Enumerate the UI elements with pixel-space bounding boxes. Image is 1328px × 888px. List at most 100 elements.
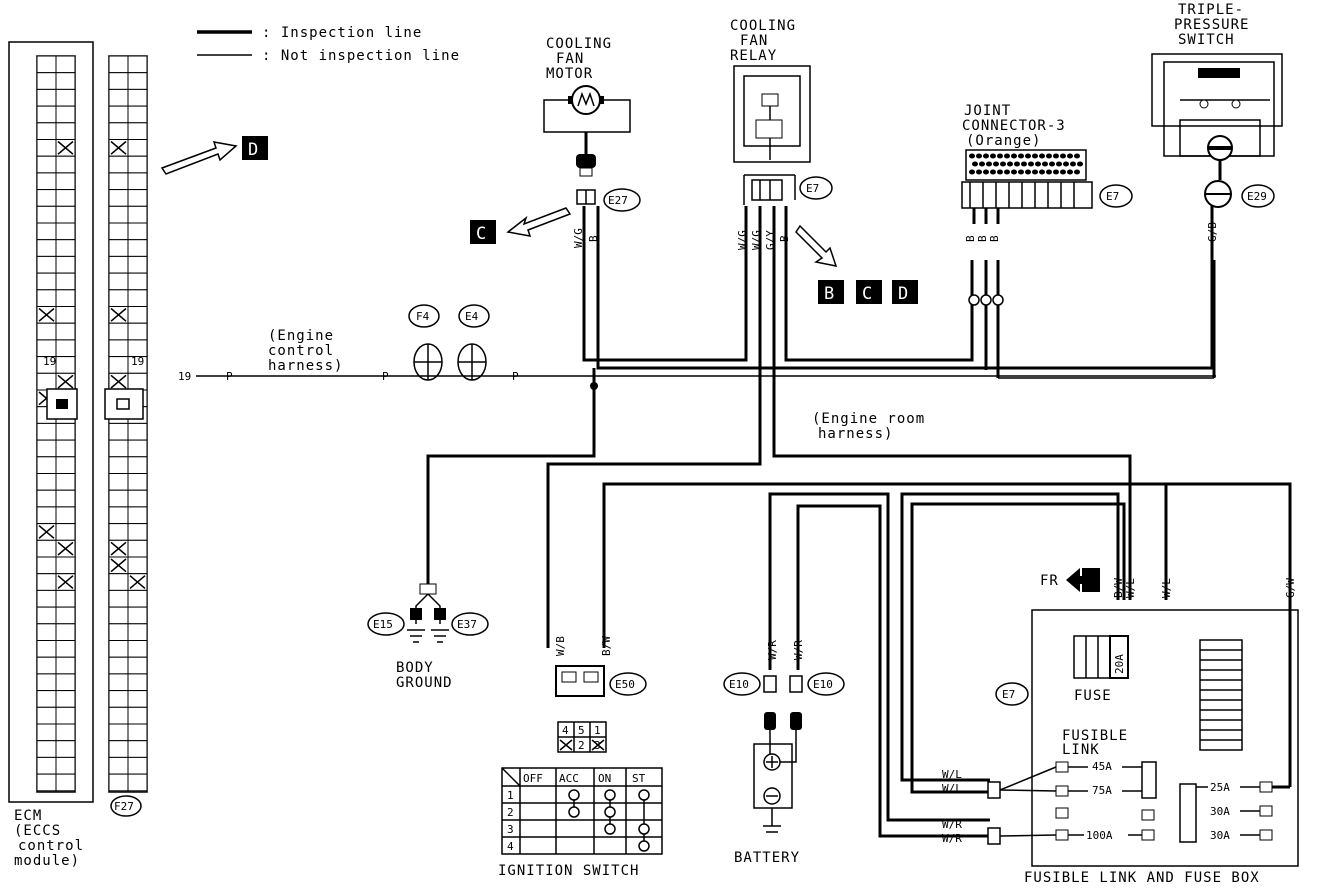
engine-control-label-1: (Engine — [268, 328, 334, 344]
legend-inspection-label: : Inspection line — [262, 25, 422, 41]
fusebox-wire-wl-2: W/L — [1160, 578, 1173, 598]
harness-wiring: 19 P P P (Engine control harness) F4 E4 — [178, 206, 1292, 838]
ecm-subtitle-3: module) — [14, 853, 80, 869]
ground-connector-e15: E15 — [373, 618, 393, 631]
ign-pin-2: 2 — [578, 739, 585, 752]
fan-motor-label-3: MOTOR — [546, 66, 593, 82]
ecm-subtitle: (ECCS — [14, 823, 61, 839]
ign-col-off: OFF — [523, 772, 543, 785]
cooling-fan-motor: COOLING FAN MOTOR E27 W/G B — [543, 36, 641, 248]
harness-p-2: P — [382, 370, 389, 383]
ign-pin-5: 5 — [578, 724, 585, 737]
joint-pin-pattern — [969, 153, 1083, 175]
fuse-label: FUSE — [1074, 688, 1112, 704]
fuse-box-title: FUSIBLE LINK AND FUSE BOX — [1024, 870, 1260, 886]
pressure-label-2: PRESSURE — [1174, 17, 1249, 33]
ignition-switch: W/B B/W E50 4 5 1 2 3 OFF ACC ON ST 1 2 — [498, 636, 663, 879]
ecm-connector-f27: F27 — [114, 800, 134, 813]
joint-wire-1: B — [964, 235, 977, 242]
joint-wire-2: B — [976, 235, 989, 242]
connector-f4: F4 — [416, 310, 430, 323]
joint-label-3: (Orange) — [966, 133, 1041, 149]
joint-label-1: JOINT — [964, 103, 1011, 119]
ref-d-top: D — [248, 140, 258, 160]
fuse-entry-wl-1: W/L — [942, 768, 962, 781]
engine-room-label-1: (Engine room — [812, 411, 925, 427]
joint-wire-3: B — [988, 235, 1001, 242]
ecm-pin-19-right: 19 — [131, 355, 144, 368]
pressure-connector: E29 — [1247, 190, 1267, 203]
fusebox-wire-wl: W/L — [1124, 578, 1137, 598]
ecm-subtitle-2: control — [18, 838, 84, 854]
ecm-pin-grid-right — [108, 55, 148, 792]
connector-e4: E4 — [465, 310, 479, 323]
link-45a: 45A — [1092, 760, 1112, 773]
link-25a: 25A — [1210, 781, 1230, 794]
fan-motor-label-2: FAN — [556, 51, 584, 67]
ign-col-on: ON — [598, 772, 611, 785]
body-ground-label-2: GROUND — [396, 675, 453, 691]
battery-wire-2: W/R — [792, 640, 805, 660]
ecm-title: ECM — [14, 808, 42, 824]
fan-motor-label-1: COOLING — [546, 36, 612, 52]
link-30a-2: 30A — [1210, 829, 1230, 842]
harness-p-1: P — [226, 370, 233, 383]
battery-connector-2: E10 — [813, 678, 833, 691]
fusebox-wire-gw: G/W — [1284, 578, 1297, 598]
fan-relay-label-3: RELAY — [730, 48, 777, 64]
battery-title: BATTERY — [734, 850, 800, 866]
fusebox-wire-bw: B/W — [1112, 578, 1125, 598]
fan-relay-connector: E7 — [806, 182, 819, 195]
fuse-20a: 20A — [1113, 654, 1126, 674]
legend-not-inspection-label: : Not inspection line — [262, 48, 460, 64]
engine-control-label-2: control — [268, 343, 334, 359]
battery: W/R W/R E10 E10 BATTERY — [723, 640, 845, 866]
cooling-fan-relay: COOLING FAN RELAY E7 W/G W/G G/Y B — [730, 18, 833, 250]
fusible-label-1: FUSIBLE — [1062, 728, 1128, 744]
joint-connector-3: JOINT CONNECTOR-3 (Orange) E7 B B B — [961, 103, 1133, 242]
ign-row-1: 1 — [507, 789, 514, 802]
ground-connector-e37: E37 — [457, 618, 477, 631]
ign-col-st: ST — [632, 772, 646, 785]
pressure-label-1: TRIPLE- — [1178, 2, 1244, 18]
triple-pressure-switch: TRIPLE- PRESSURE SWITCH E29 G/B — [1151, 2, 1283, 242]
battery-wire-1: W/R — [766, 640, 779, 660]
ecm-pin-19-left: 19 — [43, 355, 56, 368]
ref-c: C — [862, 284, 872, 304]
ign-row-3: 3 — [507, 823, 514, 836]
body-ground-label-1: BODY — [396, 660, 434, 676]
ecm-connector: 19 19 F27 ECM (ECCS control module) — [8, 41, 148, 869]
engine-room-label-2: harness) — [818, 426, 893, 442]
ref-arrow-c-motor: C — [470, 207, 572, 244]
fan-motor-connector: E27 — [608, 194, 628, 207]
legend: : Inspection line : Not inspection line — [197, 25, 460, 64]
fan-relay-label-1: COOLING — [730, 18, 796, 34]
ign-wire-2: B/W — [600, 636, 613, 656]
fuse-box: FR B/W W/L W/L G/W E7 20A FUSE FUSIBLE L… — [942, 568, 1299, 886]
fusebox-connector: E7 — [1002, 688, 1015, 701]
engine-control-label-3: harness) — [268, 358, 343, 374]
fuse-entry-wr-2: W/R — [942, 832, 962, 845]
ignition-switch-title: IGNITION SWITCH — [498, 863, 639, 879]
pressure-label-3: SWITCH — [1178, 32, 1235, 48]
ign-pin-4: 4 — [562, 724, 569, 737]
fan-motor-wire-1: W/G — [572, 228, 585, 248]
joint-connector-id: E7 — [1106, 190, 1119, 203]
body-ground: E15 E37 BODY GROUND — [367, 583, 489, 691]
fuse-entry-wr-1: W/R — [942, 818, 962, 831]
ign-connector: E50 — [615, 678, 635, 691]
ecm-pin-grid-left — [36, 55, 76, 792]
link-30a-1: 30A — [1210, 805, 1230, 818]
ign-row-2: 2 — [507, 806, 514, 819]
ref-arrow-bcd: B C D — [795, 224, 918, 304]
ref-b: B — [824, 284, 834, 304]
joint-pins — [969, 182, 1075, 224]
ign-wire-1: W/B — [554, 636, 567, 656]
link-75a: 75A — [1092, 784, 1112, 797]
ign-col-acc: ACC — [559, 772, 579, 785]
fuse-strips — [1200, 649, 1242, 741]
joint-label-2: CONNECTOR-3 — [962, 118, 1066, 134]
fr-label: FR — [1040, 573, 1059, 589]
battery-connector-1: E10 — [729, 678, 749, 691]
